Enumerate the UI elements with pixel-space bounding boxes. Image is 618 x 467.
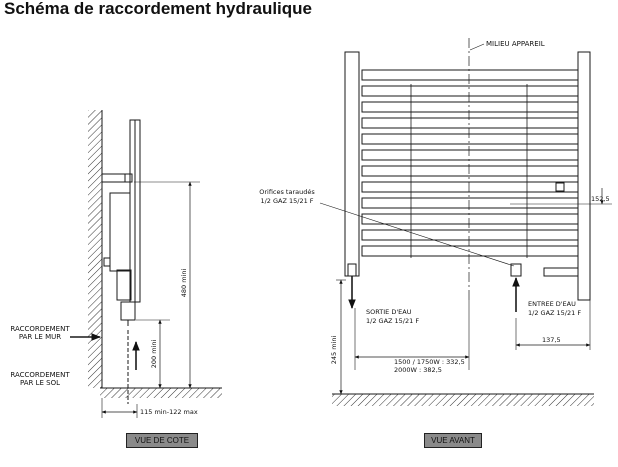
floor-connection-label-1: RACCORDEMENT [10,371,70,379]
towel-bar [361,181,579,193]
holes-leader [319,202,515,267]
holes-label-2: 1/2 GAZ 15/21 F [260,197,313,205]
side-view [70,110,222,418]
right-tube [577,51,591,301]
towel-bar [361,165,579,177]
side-dim-floor: 200 mini [150,340,158,369]
towel-bar [361,85,579,97]
front-view-caption: VUE AVANT [424,433,482,448]
side-dim-height: 480 mini [180,269,188,298]
towel-bar [361,213,579,225]
left-tube [344,51,360,277]
towel-bar [361,149,579,161]
front-floor-hatch [332,394,594,406]
towel-bar [361,229,579,241]
center-label: MILIEU APPAREIL [486,40,545,48]
towel-bars [361,69,579,257]
towel-bar [361,69,579,81]
side-view-caption: VUE DE COTE [126,433,198,448]
dim-width-1: 1500 / 1750W : 332,5 [394,358,465,366]
inlet-label-1: ENTREE D'EAU [528,300,576,308]
side-dim-depth: 115 min-122 max [140,408,198,416]
towel-bar [361,245,579,257]
wall-bracket [101,173,133,183]
dim-width-2: 2000W : 382,5 [394,366,442,374]
towel-bar [361,197,579,209]
holes-label-1: Orifices taraudés [259,188,315,196]
knob [555,182,565,192]
towel-bar [361,101,579,113]
outlet-label-2: 1/2 GAZ 15/21 F [366,317,419,325]
floor-connection-label-2: PAR LE SOL [20,379,60,387]
towel-bar [361,133,579,145]
side-valve [120,301,136,321]
dim-inlet: 137,5 [542,336,561,344]
bottom-stand [543,267,579,277]
wall-connection-label-1: RACCORDEMENT [10,325,70,333]
control-box [109,192,131,272]
towel-bar [361,117,579,129]
inlet-fitting [510,263,522,277]
dim-offset: 152,5 [591,195,610,203]
inlet-label-2: 1/2 GAZ 15/21 F [528,309,581,317]
outlet-label-1: SORTIE D'EAU [366,308,412,316]
wall-connection-label-2: PAR LE MUR [19,333,61,341]
front-view [319,38,612,406]
dim-floor: 245 mini [330,336,338,365]
page-title: Schéma de raccordement hydraulique [4,0,312,18]
floor-hatch [100,388,222,398]
wall-hatch [88,110,102,388]
